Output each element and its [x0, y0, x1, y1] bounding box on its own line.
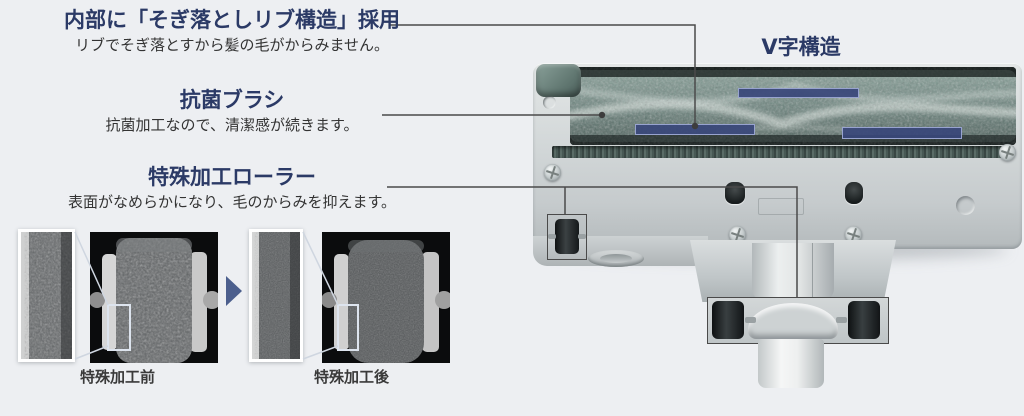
before-roller-photo: [90, 232, 218, 363]
lint-strip: [552, 146, 1014, 158]
rib-structure-title: 内部に「そぎ落としリブ構造」採用: [64, 8, 400, 32]
side-roller-highlight-box: [547, 214, 587, 260]
screw-icon: [544, 164, 561, 181]
annotation-rib-structure: 内部に「そぎ落としリブ構造」採用 リブでそぎ落とすから髪の毛がからみません。: [52, 8, 412, 56]
v-structure-label: V字構造: [761, 35, 841, 59]
antibacterial-brush-title: 抗菌ブラシ: [179, 88, 285, 112]
after-roller-inset-photo: [249, 229, 303, 362]
screw-icon: [999, 144, 1016, 161]
before-roller-inset-photo: [18, 229, 75, 362]
v-structure-highlight-bar: [738, 88, 859, 98]
after-label: 特殊加工後: [313, 368, 389, 386]
rear-roller-axle: [745, 317, 756, 323]
v-structure-highlight-bar: [842, 127, 962, 139]
suction-tube: [758, 339, 824, 388]
before-magnifier-box: [107, 304, 131, 351]
after-magnifier-box: [337, 304, 359, 351]
before-after-arrow-icon: [226, 276, 242, 306]
screw-icon: [845, 226, 862, 243]
special-roller-desc: 表面がなめらかになり、毛のからみを抑えます。: [68, 193, 396, 212]
vent-slot: [725, 182, 745, 204]
vent-slot: [845, 182, 863, 204]
corner-brush-roller: [536, 64, 581, 97]
annotation-antibacterial-brush: 抗菌ブラシ 抗菌加工なので、清潔感が続きます。: [52, 88, 412, 136]
rib-structure-desc: リブでそぎ落とすから髪の毛がからみません。: [74, 36, 390, 55]
endcap-screw-hole: [543, 96, 556, 109]
antibacterial-brush-desc: 抗菌加工なので、清潔感が続きます。: [105, 116, 359, 135]
rear-roller-axle: [836, 317, 847, 323]
before-label: 特殊加工前: [79, 368, 155, 386]
panel-indent-circle: [956, 196, 975, 215]
panel-indent: [758, 198, 804, 215]
brush-dial: [588, 250, 644, 267]
rear-roller-arch: [748, 303, 838, 339]
neck-seam: [812, 243, 813, 303]
special-roller-title: 特殊加工ローラー: [148, 165, 316, 189]
annotation-special-roller: 特殊加工ローラー 表面がなめらかになり、毛のからみを抑えます。: [52, 165, 412, 213]
rear-roller-right: [848, 301, 880, 339]
v-structure-highlight-bar: [635, 124, 755, 135]
rear-roller-left: [712, 301, 744, 339]
